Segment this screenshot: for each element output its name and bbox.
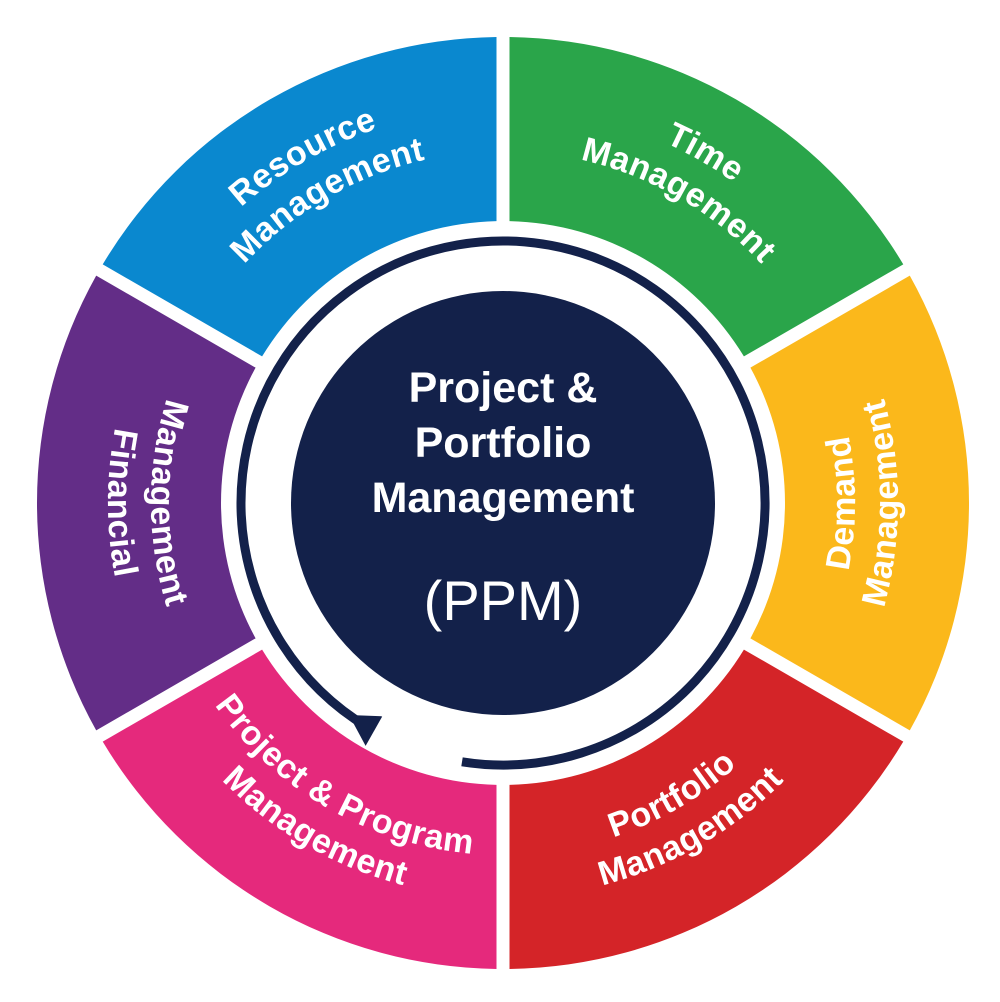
segment-project-program-management[interactable] bbox=[102, 649, 497, 969]
center-title-line2: Portfolio bbox=[415, 419, 592, 467]
center-circle bbox=[291, 291, 715, 715]
segments-layer bbox=[36, 37, 970, 969]
segment-demand-management[interactable] bbox=[750, 275, 970, 731]
demand-management-label-line1: Demand bbox=[819, 433, 863, 572]
center-title-line3: Management bbox=[372, 474, 635, 522]
segment-portfolio-management[interactable] bbox=[509, 649, 904, 969]
financial-management-label-line1: Financial bbox=[100, 426, 145, 580]
segment-resource-management[interactable] bbox=[102, 37, 497, 357]
center-title-line1: Project & bbox=[409, 364, 598, 412]
center-hub: Project & Portfolio Management (PPM) bbox=[291, 291, 715, 715]
cycle-arrowhead-icon bbox=[349, 714, 383, 746]
segment-financial-management[interactable] bbox=[36, 275, 256, 731]
segment-time-management[interactable] bbox=[509, 37, 904, 357]
center-subtitle: (PPM) bbox=[424, 569, 583, 632]
cycle-arrow-ring bbox=[236, 236, 770, 770]
cycle-ring-path bbox=[236, 236, 770, 770]
